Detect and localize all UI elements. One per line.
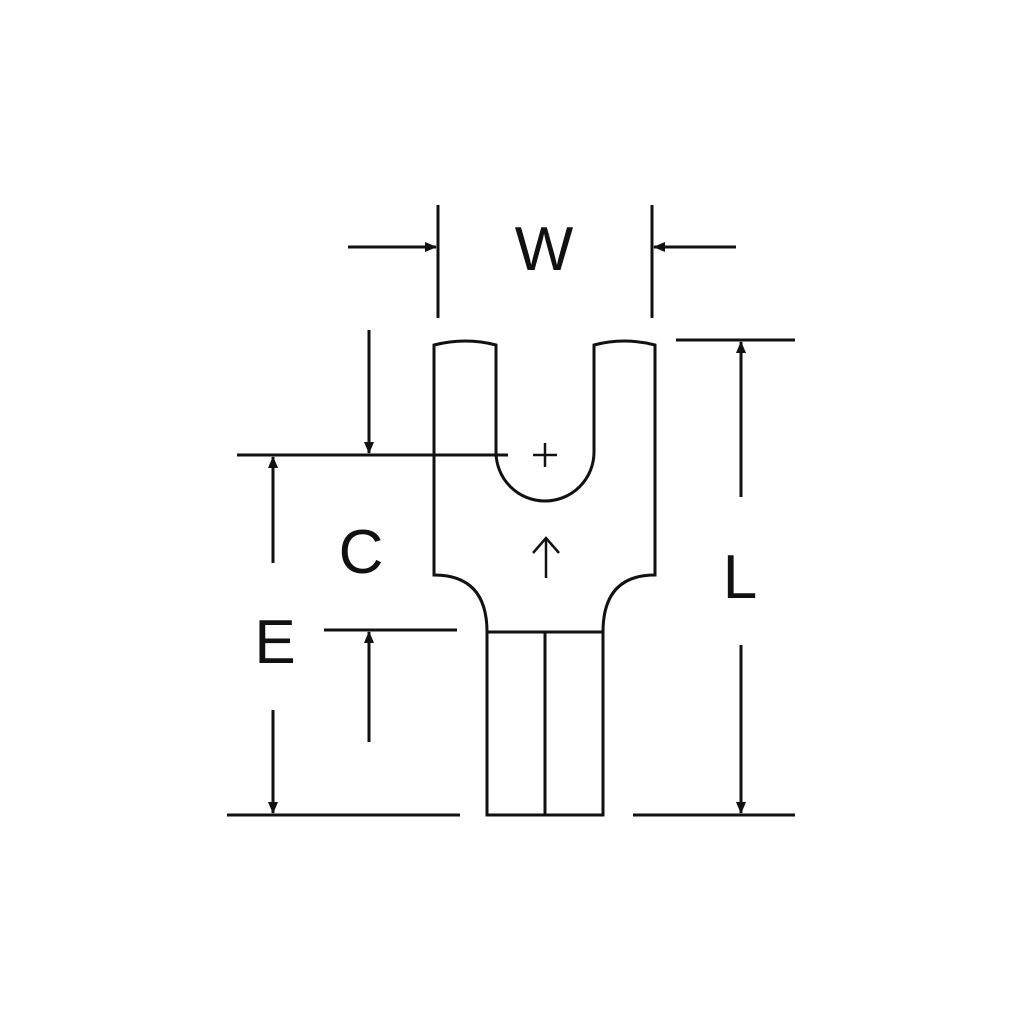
- terminal-outline: [432, 339, 657, 817]
- label-c: C: [339, 518, 384, 587]
- label-e: E: [254, 608, 295, 677]
- tongue-arrow-head: [532, 536, 560, 554]
- label-w: W: [515, 215, 574, 284]
- label-l: L: [723, 543, 757, 612]
